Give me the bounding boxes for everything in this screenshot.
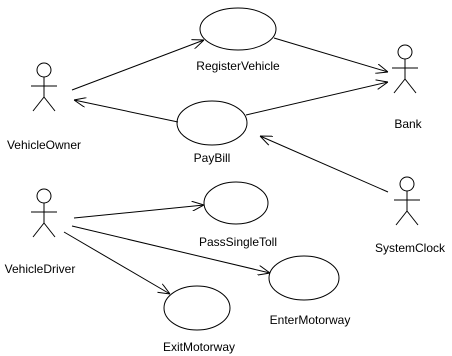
assoc-paybill-bank xyxy=(245,82,388,116)
associations xyxy=(63,37,389,294)
use-case-label: ExitMotorway xyxy=(163,340,235,354)
use-case-label: EnterMotorway xyxy=(270,313,351,327)
assoc-clock-paybill xyxy=(260,136,389,193)
stick-figure-icon xyxy=(31,188,57,238)
stick-figure-icon xyxy=(392,44,418,94)
assoc-register-bank xyxy=(273,37,388,72)
assoc-driver-enter xyxy=(71,225,270,273)
use-case-exit: ExitMotorway xyxy=(163,285,235,354)
assoc-driver-passtoll xyxy=(73,205,204,219)
actor-bank: Bank xyxy=(392,44,423,131)
use-case-paybill: PayBill xyxy=(176,100,248,165)
actor-system-clock: SystemClock xyxy=(375,176,446,255)
use-case-enter: EnterMotorway xyxy=(268,255,351,327)
stick-figure-icon xyxy=(31,62,57,112)
actor-label: VehicleOwner xyxy=(7,138,81,152)
assoc-driver-exit xyxy=(63,231,170,294)
assoc-paybill-owner xyxy=(74,100,179,123)
actor-label: VehicleDriver xyxy=(5,262,76,276)
actor-vehicle-owner: VehicleOwner xyxy=(7,62,81,152)
actor-label: SystemClock xyxy=(375,241,446,255)
actor-label: Bank xyxy=(394,117,422,131)
assoc-owner-register xyxy=(71,40,204,91)
use-case-passtoll: PassSingleToll xyxy=(199,181,277,249)
use-case-register: RegisterVehicle xyxy=(196,7,280,73)
use-case-label: PayBill xyxy=(194,151,231,165)
stick-figure-icon xyxy=(394,176,420,226)
use-case-label: RegisterVehicle xyxy=(196,59,280,73)
use-case-label: PassSingleToll xyxy=(199,235,277,249)
actor-vehicle-driver: VehicleDriver xyxy=(5,188,76,276)
